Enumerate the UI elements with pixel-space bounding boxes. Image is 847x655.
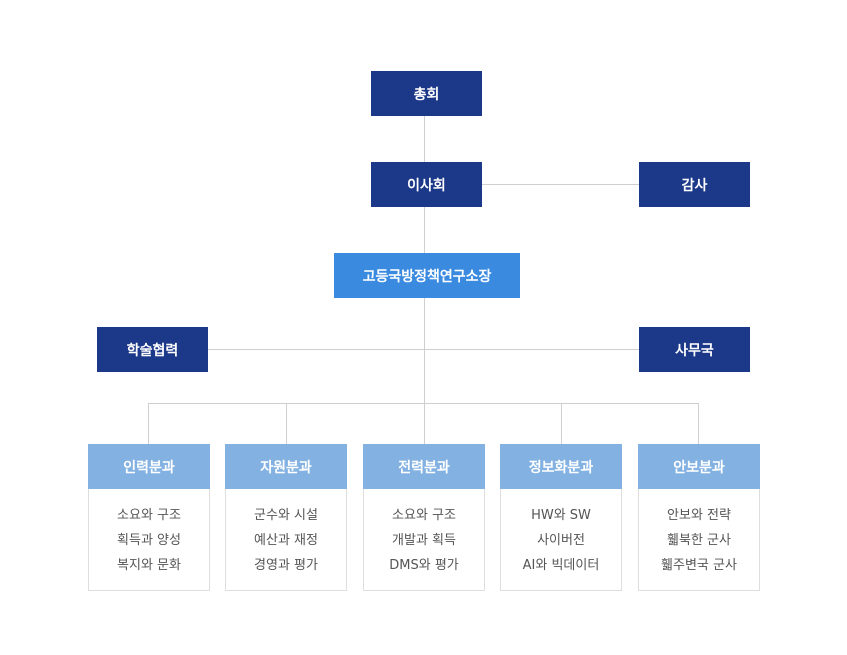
director-box: 고등국방정책연구소장: [334, 253, 520, 298]
academic-cooperation-box: 학술협력: [97, 327, 208, 372]
board-label: 이사회: [407, 177, 446, 194]
division-item: 휇북한 군사: [667, 533, 731, 548]
division-detail: 군수와 시설 예산과 재정 경영과 평가: [225, 489, 347, 591]
auditor-label: 감사: [681, 177, 708, 194]
division-item: 소요와 구조: [392, 508, 456, 523]
general-assembly-label: 총회: [413, 86, 440, 103]
division-header: 안보분과: [638, 444, 760, 489]
division-item: 사이버전: [537, 533, 585, 548]
division-item: 예산과 재정: [254, 533, 318, 548]
division-header: 자원분과: [225, 444, 347, 489]
division-header: 전력분과: [363, 444, 485, 489]
division-item: 휇주변국 군사: [661, 558, 737, 573]
division-name: 인력분과: [123, 459, 175, 476]
board-box: 이사회: [371, 162, 482, 207]
division-detail: 안보와 전략 휇북한 군사 휇주변국 군사: [638, 489, 760, 591]
academic-cooperation-label: 학술협력: [126, 342, 179, 359]
secretariat-box: 사무국: [639, 327, 750, 372]
division-item: HW와 SW: [531, 508, 591, 523]
division-name: 정보화분과: [528, 459, 594, 476]
director-label: 고등국방정책연구소장: [362, 268, 492, 285]
division-item: 개발과 획득: [392, 533, 456, 548]
division-name: 자원분과: [260, 459, 312, 476]
division-name: 안보분과: [673, 459, 725, 476]
division-header: 정보화분과: [500, 444, 622, 489]
division-item: 경영과 평가: [254, 558, 318, 573]
general-assembly-box: 총회: [371, 71, 482, 116]
auditor-box: 감사: [639, 162, 750, 207]
division-header: 인력분과: [88, 444, 210, 489]
division-detail: 소요와 구조 개발과 획득 DMS와 평가: [363, 489, 485, 591]
division-item: 복지와 문화: [117, 558, 181, 573]
division-item: DMS와 평가: [389, 558, 459, 573]
division-detail: HW와 SW 사이버전 AI와 빅데이터: [500, 489, 622, 591]
division-item: 획득과 양성: [117, 533, 181, 548]
division-item: 소요와 구조: [117, 508, 181, 523]
division-detail: 소요와 구조 획득과 양성 복지와 문화: [88, 489, 210, 591]
division-item: 안보와 전략: [667, 508, 731, 523]
division-item: 군수와 시설: [254, 508, 318, 523]
division-item: AI와 빅데이터: [522, 558, 600, 573]
division-name: 전력분과: [398, 459, 450, 476]
secretariat-label: 사무국: [675, 342, 714, 359]
